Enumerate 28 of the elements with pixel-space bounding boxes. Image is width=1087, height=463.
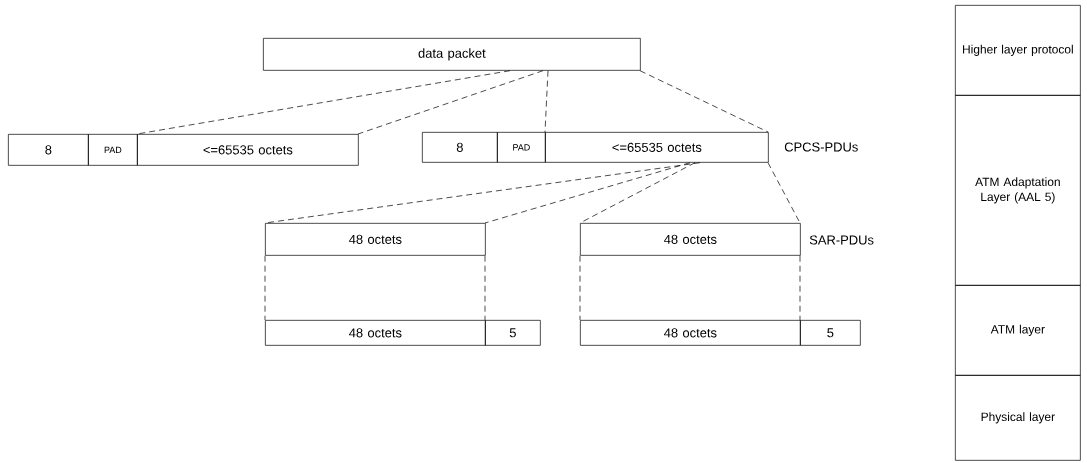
- pdu-box: 48 octets: [265, 223, 486, 256]
- field-cell: 48 octets: [265, 320, 486, 346]
- field-cell: 5: [485, 320, 541, 346]
- dashed-line: [136, 70, 511, 135]
- dashed-line: [264, 255, 266, 321]
- layer-band: Higher layer protocol: [955, 5, 1081, 96]
- dashed-line: [639, 70, 769, 133]
- field-cell: PAD: [497, 132, 546, 163]
- layer-band: ATM layer: [955, 285, 1081, 376]
- layer-band: ATM Adaptation Layer (AAL 5): [955, 95, 1081, 286]
- field-cell: <=65535 octets: [545, 132, 769, 163]
- dashed-line: [799, 255, 801, 321]
- layer-label: CPCS-PDUs: [784, 142, 858, 152]
- field-cell: 8: [8, 134, 89, 166]
- field-cell: 5: [800, 320, 861, 346]
- dashed-line: [579, 255, 581, 321]
- field-cell: 48 octets: [580, 320, 801, 346]
- field-cell: PAD: [88, 134, 138, 166]
- packet-box: data packet: [263, 38, 641, 71]
- field-cell: <=65535 octets: [137, 134, 359, 166]
- dashed-line: [544, 70, 549, 133]
- dashed-line: [767, 162, 801, 224]
- dashed-line: [484, 162, 691, 224]
- pdu-box: 48 octets: [580, 223, 801, 256]
- field-cell: 8: [422, 132, 498, 163]
- dashed-line: [484, 255, 486, 321]
- layer-band: Physical layer: [955, 375, 1081, 461]
- dashed-line: [357, 70, 544, 135]
